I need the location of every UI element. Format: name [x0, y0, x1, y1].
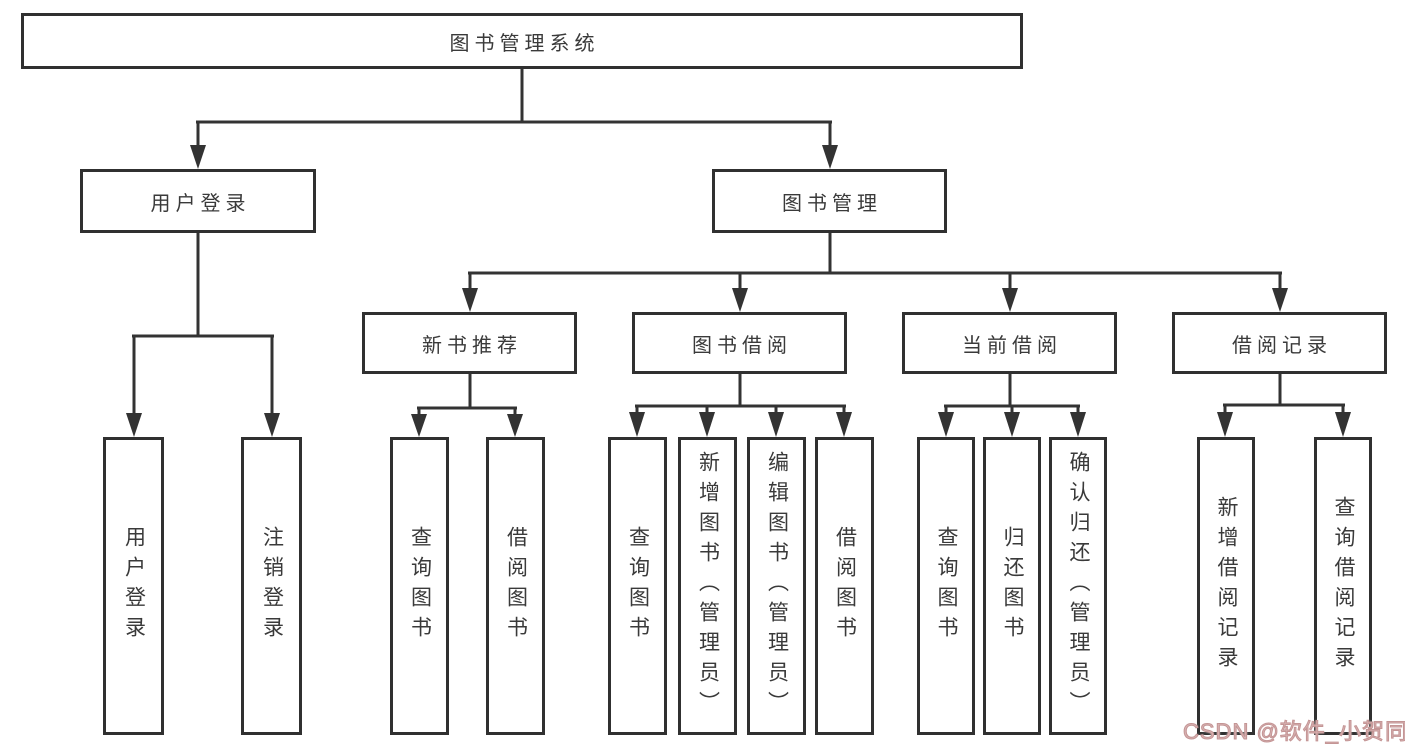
arrowhead: [1004, 412, 1020, 437]
leaf-records-add-record: 新增借阅记录: [1197, 437, 1255, 735]
arrowhead: [507, 414, 523, 437]
arrowhead: [1217, 412, 1233, 437]
leaf-current-query-books: 查询图书: [917, 437, 975, 735]
node-borrow-records: 借阅记录: [1172, 312, 1387, 374]
arrowhead: [1002, 288, 1018, 312]
node-user-login: 用户登录: [80, 169, 316, 233]
node-current-borrow: 当前借阅: [902, 312, 1117, 374]
arrowhead: [629, 412, 645, 437]
arrowhead: [264, 413, 280, 437]
csdn-watermark: CSDN @软件_小贺同学: [1182, 719, 1405, 745]
arrowhead: [190, 145, 206, 169]
leaf-borrow-add-book-admin: 新增图书（管理员）: [678, 437, 737, 735]
arrowhead: [938, 412, 954, 437]
leaf-current-return-books: 归还图书: [983, 437, 1041, 735]
leaf-borrow-borrow-books: 借阅图书: [815, 437, 874, 735]
node-book-management: 图书管理: [712, 169, 947, 233]
arrowhead: [1070, 412, 1086, 437]
arrowhead: [836, 412, 852, 437]
leaf-records-query-record: 查询借阅记录: [1314, 437, 1372, 735]
leaf-recommend-borrow-books: 借阅图书: [486, 437, 545, 735]
arrowhead: [822, 145, 838, 169]
leaf-logout: 注销登录: [241, 437, 302, 735]
arrowhead: [411, 414, 427, 437]
arrowhead: [699, 412, 715, 437]
node-book-borrow: 图书借阅: [632, 312, 847, 374]
arrowhead: [732, 288, 748, 312]
node-root-system: 图书管理系统: [21, 13, 1023, 69]
arrowhead: [462, 288, 478, 312]
leaf-borrow-query-books: 查询图书: [608, 437, 667, 735]
arrowhead: [126, 413, 142, 437]
arrowhead: [768, 412, 784, 437]
node-new-book-recommend: 新书推荐: [362, 312, 577, 374]
leaf-borrow-edit-book-admin: 编辑图书（管理员）: [747, 437, 806, 735]
leaf-current-confirm-return-admin: 确认归还（管理员）: [1049, 437, 1107, 735]
leaf-recommend-query-books: 查询图书: [390, 437, 449, 735]
arrowhead: [1335, 412, 1351, 437]
arrowhead: [1272, 288, 1288, 312]
leaf-user-login: 用户登录: [103, 437, 164, 735]
